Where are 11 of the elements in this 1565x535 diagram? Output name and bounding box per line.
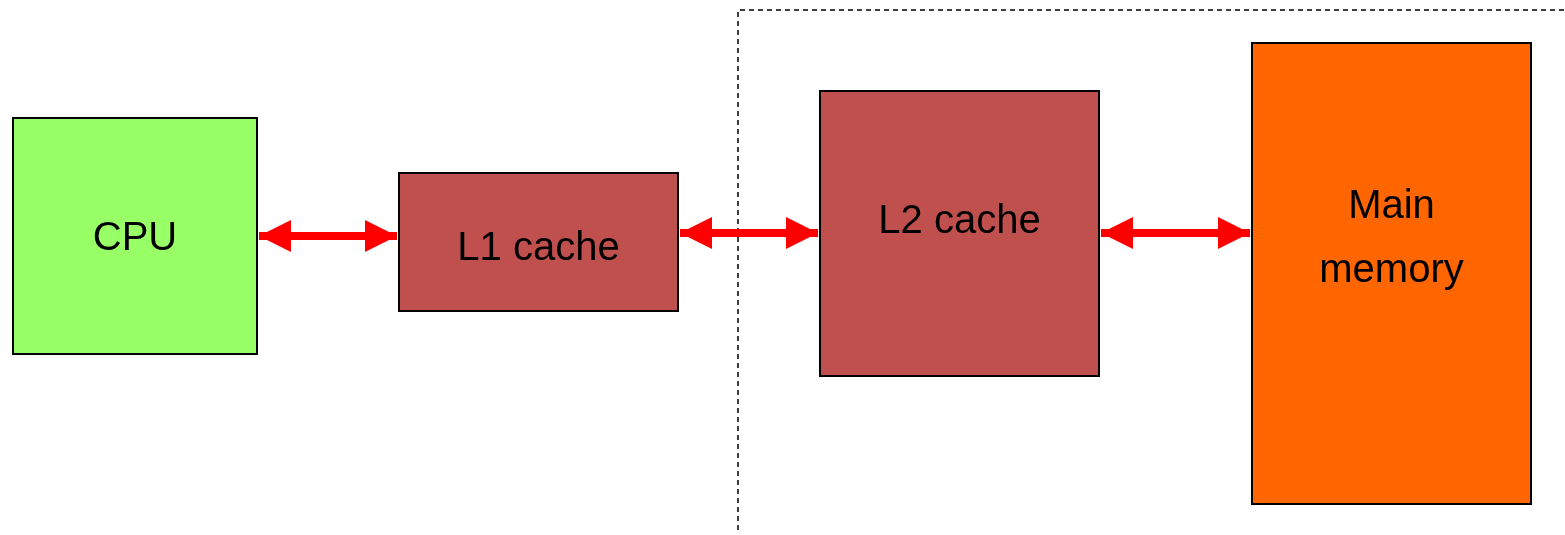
- block-box: [12, 117, 258, 355]
- block-label: CPU: [91, 213, 179, 260]
- double-arrow: [680, 217, 818, 249]
- double-arrow: [1101, 217, 1250, 249]
- double-arrow: [259, 220, 397, 252]
- block-label: L2 cache: [877, 195, 1042, 243]
- block-box: [1251, 42, 1532, 505]
- block-box: [819, 90, 1100, 377]
- block-label: Main memory: [1318, 180, 1465, 292]
- block-label: L1 cache: [456, 223, 621, 270]
- block-box: [398, 172, 679, 312]
